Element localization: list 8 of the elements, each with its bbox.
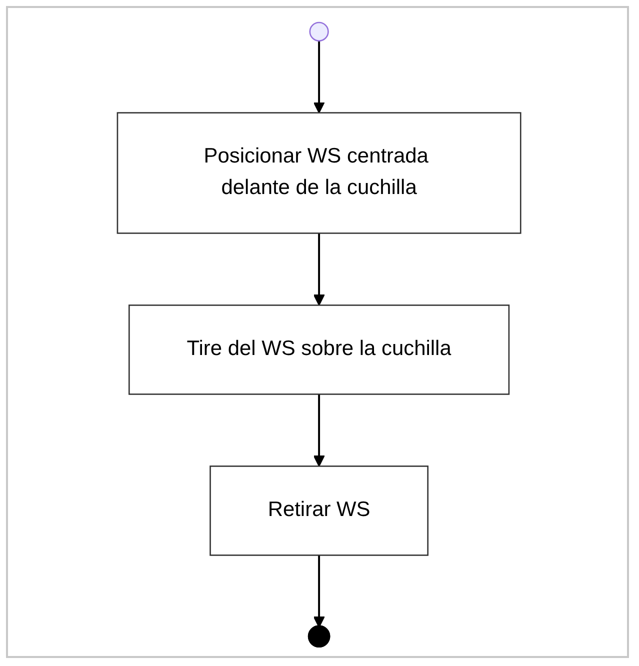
arrow: [314, 40, 326, 114]
arrow: [314, 233, 326, 306]
node-box: Retirar WS: [210, 466, 429, 556]
arrow: [314, 555, 326, 628]
node-circle: [310, 22, 330, 42]
node-box: Tire del WS sobre la cuchilla: [128, 304, 510, 395]
arrow: [314, 394, 326, 467]
node-box: Posicionar WS centrada delante de la cuchilla: [117, 112, 522, 234]
